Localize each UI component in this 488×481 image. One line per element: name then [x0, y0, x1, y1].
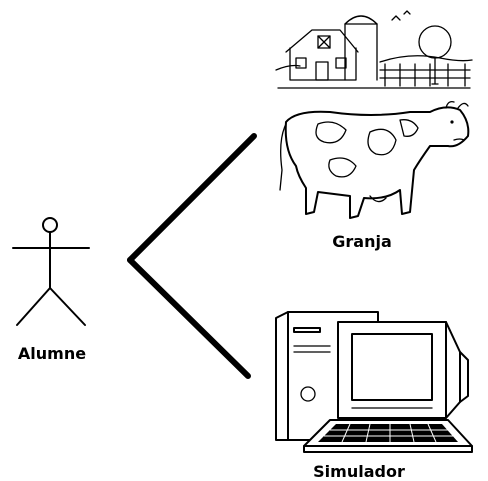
farm-cow-icon — [275, 10, 473, 219]
keyboard-icon — [303, 419, 473, 453]
connector-lines — [127, 133, 257, 379]
computer-icon — [275, 311, 473, 453]
tree-icon — [418, 25, 452, 85]
actor-label: Alumne — [18, 344, 86, 363]
silo-icon — [344, 15, 378, 81]
stick-figure-icon — [12, 217, 90, 326]
fence-icon — [379, 63, 471, 87]
cow-icon — [279, 100, 470, 219]
farm-label: Granja — [332, 232, 392, 251]
barn-icon — [285, 29, 359, 81]
computer-label: Simulador — [313, 462, 405, 481]
monitor-icon — [337, 321, 469, 419]
